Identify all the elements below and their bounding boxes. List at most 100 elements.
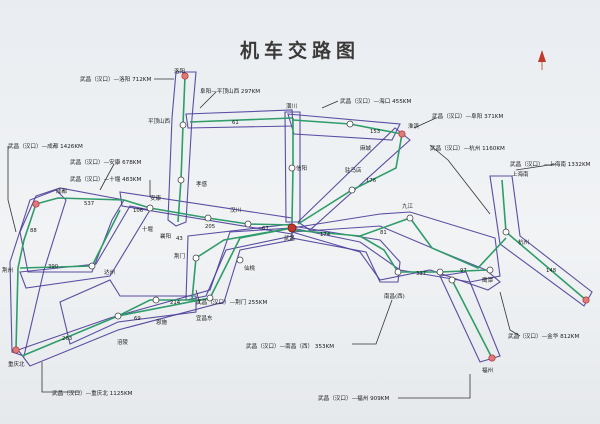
annotation-chengdu: 武昌（汉口）—成都 1426KM bbox=[8, 142, 83, 150]
north-arrow-icon bbox=[538, 50, 546, 70]
annotation-haikou: 武昌（汉口）—海口 455KM bbox=[340, 97, 411, 105]
distance-label: 263 bbox=[62, 336, 72, 342]
annotation-fuzhou: 武昌（汉口）—福州 909KM bbox=[318, 394, 389, 402]
station-marker bbox=[192, 254, 200, 262]
distance-label: 148 bbox=[546, 268, 557, 274]
rail-line-jingmen bbox=[191, 227, 293, 301]
station-marker bbox=[177, 176, 185, 184]
distance-label: 153 bbox=[370, 129, 380, 135]
annotation-ankang: 武昌（汉口）—安康 678KM bbox=[70, 158, 141, 166]
city-label: 驻马店 bbox=[345, 166, 362, 174]
distance-label: 69 bbox=[134, 316, 141, 322]
rail-line-macheng bbox=[297, 133, 403, 225]
city-label: 平顶山西 bbox=[148, 117, 171, 125]
annotation-chongqing: 武昌（汉口）—重庆北 1125KM bbox=[52, 389, 133, 397]
terminal-marker bbox=[398, 130, 406, 138]
station-marker bbox=[204, 214, 212, 222]
annotation-jingmen: 武昌（汉口）—荆门 255KM bbox=[196, 298, 267, 306]
station-marker bbox=[88, 262, 96, 270]
distance-label: 61 bbox=[232, 120, 239, 126]
station-marker bbox=[448, 276, 456, 284]
station-marker bbox=[288, 164, 296, 172]
city-label: 成都 bbox=[56, 187, 68, 195]
distance-label: 88 bbox=[30, 228, 37, 234]
station-marker bbox=[236, 256, 244, 264]
station-marker bbox=[146, 204, 154, 212]
city-label: 宜昌东 bbox=[196, 314, 213, 322]
rail-lines bbox=[15, 75, 587, 359]
city-label: 上海南 bbox=[512, 170, 529, 178]
city-label: 恩施 bbox=[156, 318, 168, 326]
distance-label: 97 bbox=[460, 268, 467, 274]
route-luoyang bbox=[167, 71, 197, 227]
city-label: 信阳 bbox=[296, 164, 307, 172]
stations bbox=[12, 72, 590, 362]
rail-line-ankang bbox=[35, 197, 125, 205]
city-label: 荆州 bbox=[2, 266, 13, 274]
distance-label: 81 bbox=[380, 230, 387, 236]
rail-line-luoyang bbox=[177, 75, 186, 223]
annotation-hangzhou: 武昌（汉口）—杭州 1160KM bbox=[430, 144, 505, 152]
route-huangchuan bbox=[287, 113, 401, 141]
annotation-jinhua: 武昌（汉口）—金华 812KM bbox=[508, 332, 579, 340]
rail-line-pingdingshan bbox=[189, 117, 293, 123]
route-enshi bbox=[59, 279, 197, 345]
distance-label: 205 bbox=[205, 224, 215, 230]
terminal-marker bbox=[582, 296, 590, 304]
city-label: 涪陵 bbox=[117, 338, 129, 346]
distance-label: 390 bbox=[48, 264, 59, 270]
distance-label: 43 bbox=[176, 236, 183, 242]
station-marker bbox=[179, 121, 187, 129]
distance-label: 337 bbox=[416, 271, 426, 277]
distance-label: 176 bbox=[366, 178, 377, 184]
map-title: 机车交路图 bbox=[239, 40, 360, 62]
city-label: 孝感 bbox=[196, 180, 208, 188]
station-marker bbox=[486, 266, 494, 274]
city-label: 九江 bbox=[402, 202, 414, 210]
station-marker bbox=[152, 296, 160, 304]
annotation-pointers bbox=[7, 78, 557, 399]
distance-label: 106 bbox=[133, 208, 144, 214]
city-label: 安康 bbox=[150, 194, 162, 202]
city-label: 十堰 bbox=[142, 225, 154, 233]
station-marker bbox=[348, 186, 356, 194]
city-label: 洛阳 bbox=[174, 67, 185, 75]
station-marker bbox=[502, 228, 510, 236]
annotation-nanchang: 武昌（汉口）—南昌（西） 353KM bbox=[246, 342, 334, 350]
annotation-shiyan: 武昌（汉口）—十堰 483KM bbox=[70, 175, 141, 183]
station-marker bbox=[436, 268, 444, 276]
station-marker bbox=[406, 214, 414, 222]
station-marker bbox=[114, 312, 122, 320]
city-label: 仙桃 bbox=[244, 264, 256, 272]
rail-line-enshi bbox=[117, 299, 196, 317]
rail-line-dazhou bbox=[19, 209, 121, 269]
city-label: 南昌(西) bbox=[384, 292, 405, 300]
city-label: 汉川 bbox=[230, 206, 241, 214]
route-hangzhou bbox=[291, 211, 501, 283]
city-label: 麻城 bbox=[360, 144, 372, 152]
city-label: 福州 bbox=[482, 366, 493, 374]
city-label: 潢川 bbox=[286, 102, 297, 110]
annotation-luoyang: 武昌（汉口）—洛阳 712KM bbox=[80, 75, 151, 83]
station-marker bbox=[244, 220, 252, 228]
rail-line-chengdu bbox=[15, 203, 37, 351]
city-label: 达州 bbox=[104, 268, 115, 276]
city-label: 武昌 bbox=[284, 234, 295, 242]
rail-line-nanchang bbox=[359, 235, 489, 273]
route-fuzhou bbox=[439, 271, 501, 363]
station-marker bbox=[394, 268, 402, 276]
city-label: 襄阳 bbox=[160, 232, 171, 240]
city-label: 杭州 bbox=[518, 238, 529, 246]
station-marker bbox=[206, 294, 214, 302]
city-labels: 洛阳 平顶山西 潢川 信阳 淮滨 麻城 驻马店 孝感 汉川 十堰 襄阳 安康 成… bbox=[2, 67, 529, 374]
distance-labels: 537 390 106 263 214 205 61 153 176 174 8… bbox=[30, 120, 557, 342]
terminal-marker bbox=[12, 346, 20, 354]
distance-label: 214 bbox=[170, 300, 181, 306]
distance-label: 174 bbox=[320, 232, 331, 238]
terminal-marker bbox=[488, 354, 496, 362]
annotation-pingdingshan: 阜阳—平顶山西 297KM bbox=[200, 87, 260, 95]
terminal-marker bbox=[181, 72, 189, 80]
distance-label: 537 bbox=[84, 201, 94, 207]
rail-line-southeast bbox=[291, 217, 507, 269]
city-label: 重庆北 bbox=[8, 360, 25, 368]
